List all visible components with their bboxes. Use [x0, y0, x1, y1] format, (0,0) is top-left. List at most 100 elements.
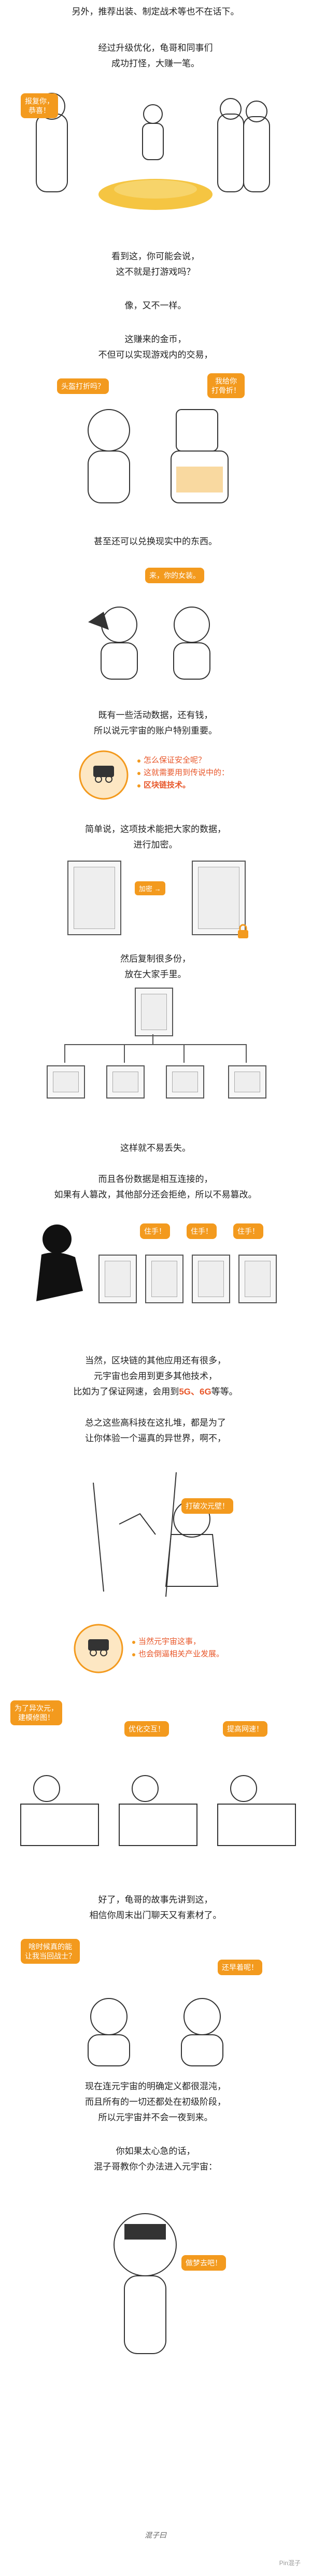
- encryption-diagram: 加密 →: [67, 861, 254, 938]
- qa-q2: 这就需要用到传说中的：: [144, 768, 230, 777]
- workers-illustration: [20, 1775, 296, 1846]
- data-line-1: 既有一些活动数据，还有钱，: [98, 710, 213, 720]
- watermark-text: Pin混子: [279, 2559, 301, 2567]
- discount-bubble: 我给你 打骨折！: [207, 373, 245, 398]
- intro-line: 另外，推荐出装、制定战术等也不在话下。: [72, 7, 239, 17]
- upgrade-line-1: 经过升级优化，龟哥和同事们: [98, 43, 213, 53]
- other-line-3-post: 等等。: [211, 1387, 238, 1397]
- break-wall-bubble: 打破次元壁！: [181, 1498, 233, 1514]
- exchange-text: 甚至还可以兑换现实中的东西。: [0, 534, 311, 550]
- speed-bubble-text: 提高网速！: [227, 1725, 263, 1733]
- qa-q1: 怎么保证安全呢？: [144, 756, 206, 765]
- now-line-1: 现在连元宇宙的明确定义都很混沌，: [85, 2081, 226, 2091]
- sum-text: 总之这些高科技在这扎堆，都是为了 让你体验一个逼真的异世界，啊不，: [0, 1415, 311, 1446]
- conversation-panel: 啥时候真的能 让我当回战士？ 还早着呢！: [21, 1939, 290, 2068]
- industry-dev1: 当然元宇宙这事，: [138, 1637, 201, 1646]
- source-document: [135, 988, 173, 1036]
- now-line-3: 所以元宇宙并不会一夜到来。: [98, 2113, 213, 2122]
- helmet-trade-illustration: [88, 409, 229, 503]
- dress-deal-panel: 来，你的女装。: [83, 562, 228, 682]
- linked-line-1: 而且各份数据是相互连接的，: [98, 1174, 213, 1184]
- story-text: 好了，龟哥的故事先讲到这， 相信你周末出门聊天又有素材了。: [0, 1892, 311, 1923]
- linked-document: [238, 1255, 277, 1303]
- document-content: [105, 1261, 131, 1297]
- other-line-3: 比如为了保证网速，会用到5G、6G等等。: [0, 1384, 311, 1400]
- intro-text: 另外，推荐出装、制定战术等也不在话下。: [0, 4, 311, 20]
- industry-qa-text: 当然元宇宙这事， 也会倒逼相关产业发展。: [132, 1636, 224, 1660]
- industry-line-2: 也会倒逼相关产业发展。: [132, 1648, 224, 1660]
- helmet-trade-panel: 头盔打折吗？ 我给你 打骨折！: [57, 373, 254, 513]
- document-content: [245, 1261, 271, 1297]
- dress-deal-illustration: [88, 607, 210, 680]
- now-text: 现在连元宇宙的明确定义都很混沌， 而且所有的一切还都处在初级阶段， 所以元宇宙并…: [0, 2079, 311, 2125]
- qa-text: 怎么保证安全呢？ 这就需要用到传说中的： 区块链技术。: [137, 754, 229, 792]
- copy-diagram: [41, 988, 270, 1099]
- discount-bubble-text: 我给你 打骨折！: [211, 377, 241, 395]
- stop-bubble-1: 住手！: [140, 1223, 170, 1239]
- copy-document: [47, 1065, 85, 1099]
- signature: 混子曰: [0, 2530, 311, 2540]
- thief-figure: [36, 1224, 83, 1301]
- simple-line-2: 进行加密。: [133, 840, 178, 850]
- data-document-plain: [67, 861, 121, 935]
- copy-document: [166, 1065, 204, 1099]
- copy-line-1: 然后复制很多份，: [120, 954, 191, 964]
- linked-line-2: 如果有人篡改，其他部分还会拒绝，所以不易篡改。: [54, 1190, 257, 1200]
- simple-text: 简单说，这项技术能把大家的数据， 进行加密。: [0, 822, 311, 853]
- conversation-illustration: [88, 1998, 223, 2066]
- signature-text: 混子曰: [145, 2531, 166, 2539]
- story-line-2: 相信你周末出门聊天又有素材了。: [89, 1910, 222, 1920]
- copy-text: 然后复制很多份， 放在大家手里。: [0, 951, 311, 982]
- when-bubble-text: 啥时候真的能 让我当回战士？: [25, 1942, 76, 1960]
- deal-bubble: 来，你的女装。: [145, 568, 204, 583]
- deal-bubble-text: 来，你的女装。: [149, 571, 200, 580]
- stop-bubble-2-text: 住手！: [191, 1227, 213, 1235]
- like-line: 像，又不一样。: [124, 301, 187, 311]
- other-line-3-highlight: 5G、6G: [179, 1387, 211, 1397]
- bullet-icon: [137, 784, 140, 787]
- document-content: [53, 1072, 79, 1092]
- anxious-text: 你如果太心急的话， 混子哥教你个办法进入元宇宙：: [0, 2144, 311, 2175]
- anxious-line-2: 混子哥教你个办法进入元宇宙：: [94, 2162, 217, 2172]
- stop-bubble-1-text: 住手！: [144, 1227, 166, 1235]
- sum-line-1: 总之这些高科技在这扎堆，都是为了: [85, 1418, 226, 1428]
- copy-arrows: [64, 1034, 247, 1063]
- dream-bubble-text: 做梦去吧！: [186, 2259, 222, 2267]
- qa-line-3: 区块链技术。: [137, 779, 229, 792]
- document-content: [198, 1261, 224, 1297]
- dream-panel: 做梦去吧！: [78, 2188, 233, 2359]
- document-content: [112, 1072, 138, 1092]
- dream-bubble: 做梦去吧！: [181, 2255, 226, 2271]
- see-line-2: 这不就是打游戏吗？: [116, 267, 195, 277]
- coins-text: 这赚来的金币， 不但可以实现游戏内的交易，: [0, 332, 311, 363]
- optimize-bubble: 优化交互！: [124, 1721, 169, 1737]
- linked-document: [145, 1255, 183, 1303]
- industry-qa: 当然元宇宙这事， 也会倒逼相关产业发展。: [73, 1623, 249, 1680]
- lock-icon: [238, 924, 248, 938]
- copy-document: [106, 1065, 145, 1099]
- qa-q3: 区块链技术。: [144, 781, 191, 790]
- revenge-bubble: 报复你， 恭喜！: [21, 93, 58, 118]
- anxious-line-1: 你如果太心急的话，: [116, 2146, 195, 2156]
- knights-gold-illustration: [36, 93, 270, 210]
- linked-document: [98, 1255, 137, 1303]
- document-content: [234, 1072, 260, 1092]
- bullet-icon: [132, 1641, 135, 1644]
- upgrade-text: 经过升级优化，龟哥和同事们 成功打怪，大赚一笔。: [0, 40, 311, 72]
- knights-gold-panel: 报复你， 恭喜！: [21, 78, 290, 223]
- bullet-icon: [132, 1653, 135, 1656]
- document-content: [172, 1072, 198, 1092]
- optimize-bubble-text: 优化交互！: [129, 1725, 165, 1733]
- linked-document: [192, 1255, 230, 1303]
- when-bubble: 啥时候真的能 让我当回战士？: [21, 1939, 80, 1964]
- other-line-1: 当然，区块链的其他应用还有很多，: [85, 1356, 226, 1366]
- blockchain-qa: 怎么保证安全呢？ 这就需要用到传说中的： 区块链技术。: [78, 749, 244, 806]
- qa-line-1: 怎么保证安全呢？: [137, 754, 229, 767]
- see-line-1: 看到这，你可能会说，: [111, 251, 200, 261]
- narrator-avatar: [74, 1624, 123, 1673]
- like-text: 像，又不一样。: [0, 298, 311, 314]
- now-line-2: 而且所有的一切还都处在初级阶段，: [85, 2097, 226, 2107]
- data-line-2: 所以说元宇宙的账户特别重要。: [94, 726, 217, 736]
- other-text: 当然，区块链的其他应用还有很多， 元宇宙也会用到更多其他技术， 比如为了保证网速…: [0, 1353, 311, 1400]
- revenge-bubble-text: 报复你， 恭喜！: [25, 97, 54, 115]
